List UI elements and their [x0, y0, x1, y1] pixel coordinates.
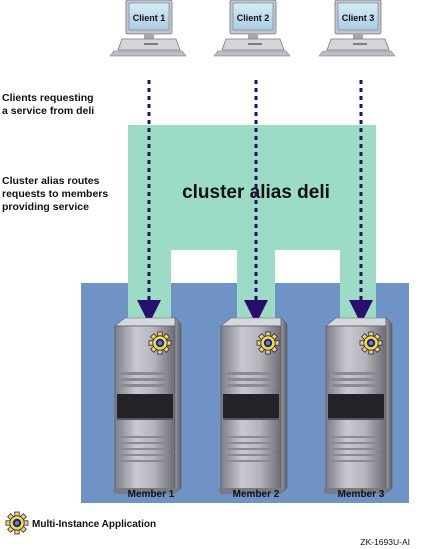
member-label-1: Member 1 [128, 489, 175, 500]
client-workstation-3: Client 3 [318, 0, 396, 57]
member-server-1 [112, 317, 182, 494]
client-workstation-2: Client 2 [213, 0, 291, 57]
member-server-3 [323, 317, 393, 494]
gear-icon [5, 511, 29, 535]
cluster-alias-band [128, 125, 376, 318]
clients-request-label: Clients requesting a service from deli [2, 92, 95, 117]
alias-routes-label: Cluster alias routes requests to members… [2, 175, 109, 213]
member-server-2 [218, 317, 288, 494]
member-label-3: Member 3 [338, 489, 385, 500]
client-label-3: Client 3 [342, 13, 375, 23]
member-label-2: Member 2 [233, 489, 280, 500]
client-label-1: Client 1 [133, 13, 166, 23]
client-workstation-1: Client 1 [109, 0, 187, 57]
figure-id: ZK-1693U-AI [360, 537, 410, 547]
legend-label: Multi-Instance Application [32, 519, 156, 530]
legend: Multi-Instance Application [5, 511, 156, 535]
gear-icon [256, 331, 280, 355]
gear-icon [148, 331, 172, 355]
gear-icon [359, 331, 383, 355]
client-label-2: Client 2 [237, 13, 270, 23]
